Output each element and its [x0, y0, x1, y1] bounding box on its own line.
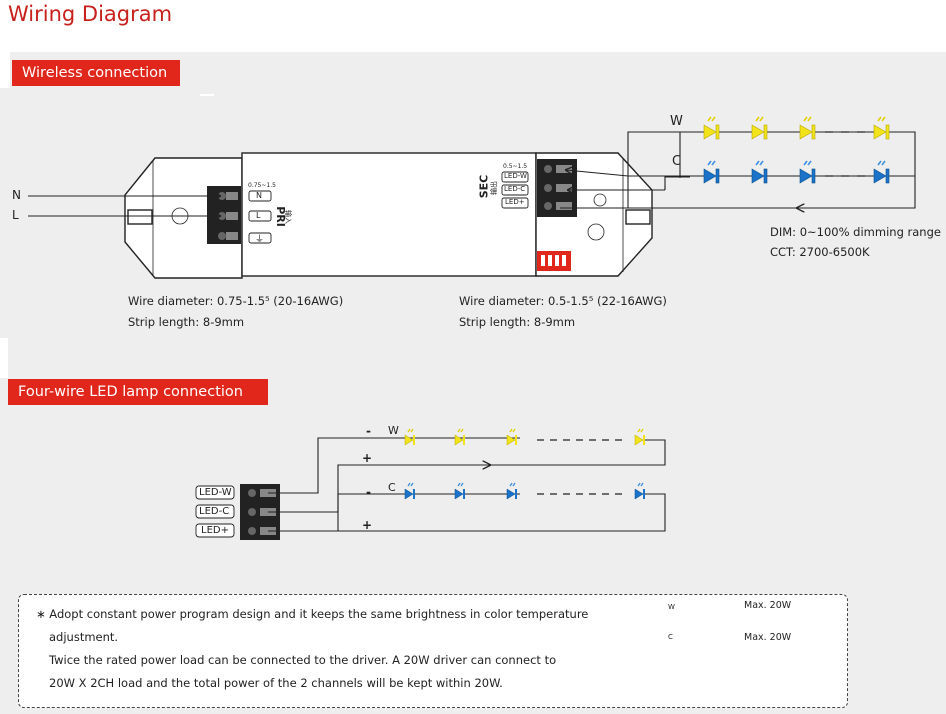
four-wire-terminal-labels [195, 485, 235, 538]
input-n-label: N [12, 188, 21, 202]
channel-c-label: C [672, 154, 682, 169]
note-box [18, 594, 848, 708]
sec-term-led-w: LED-W [504, 172, 527, 180]
pri-wire-spec: Wire diameter: 0.75-1.5⁵ (20-16AWG) [128, 294, 344, 308]
four-wire-led-c: LED-C [199, 506, 230, 517]
dim-spec: DIM: 0~100% dimming range [770, 225, 941, 239]
four-wire-wires [268, 437, 666, 532]
four-wire-led-plus: LED+ [201, 525, 229, 536]
sec-term-led-c: LED-C [504, 185, 526, 193]
note-max-c: Max. 20W [744, 632, 792, 643]
output-wires [560, 131, 916, 208]
four-wire-dashes [537, 439, 625, 495]
note-line-2: adjustment. [49, 630, 119, 644]
pri-term-l: L [256, 211, 261, 220]
four-wire-minus-c: - [366, 485, 371, 499]
primary-terminal-labels [248, 190, 272, 244]
note-line-4: 20W X 2CH load and the total power of th… [49, 676, 503, 690]
four-wire-warm-leds [404, 428, 646, 446]
section-wireless-header: Wireless connection [12, 60, 180, 86]
sec-strip-spec: Strip length: 8-9mm [459, 315, 576, 329]
pri-term-n: N [256, 191, 262, 200]
panel-notch [0, 338, 8, 378]
primary-terminal-block [207, 186, 241, 244]
section-four-wire-header: Four-wire LED lamp connection [8, 379, 268, 405]
four-wire-plus-2: + [362, 518, 373, 532]
pri-strip-spec: Strip length: 8-9mm [128, 315, 245, 329]
input-l-label: L [12, 208, 19, 222]
note-line-3: Twice the rated power load can be connec… [49, 653, 557, 667]
four-wire-minus-w: - [366, 424, 371, 438]
note-max-w: Max. 20W [744, 600, 792, 611]
four-wire-plus-1: + [362, 451, 373, 465]
panel-notch [0, 52, 10, 88]
wireless-warm-leds [703, 116, 890, 140]
output-dashes [825, 131, 865, 177]
four-wire-c-label: C [388, 481, 396, 494]
four-wire-led-w: LED-W [199, 487, 232, 498]
note-line-1: ∗ Adopt constant power program design an… [36, 607, 589, 621]
pri-cn-label: 输入 [284, 210, 292, 224]
driver-housing [124, 152, 653, 279]
cct-spec: CCT: 2700-6500K [770, 245, 870, 259]
four-wire-w-label: W [388, 424, 399, 437]
sec-range-label: 0.5~1.5 [503, 163, 528, 170]
secondary-terminal-labels [501, 171, 529, 209]
sec-term-led-plus: LED+ [505, 198, 525, 206]
note-w-label: W [668, 603, 675, 611]
pri-range-label: 0.75~1.5 [248, 182, 276, 189]
sec-wire-spec: Wire diameter: 0.5-1.5⁵ (22-16AWG) [459, 294, 667, 308]
dip-switch [537, 251, 571, 271]
wireless-cool-leds [703, 160, 890, 184]
pri-term-ground: ⏚ [255, 235, 265, 245]
sec-cn-label: 输出 [490, 181, 498, 195]
page-title: Wiring Diagram [8, 2, 173, 26]
channel-w-label: W [670, 114, 683, 129]
note-c-label: C [668, 633, 673, 641]
input-wires [28, 196, 220, 216]
four-wire-cool-leds [404, 482, 646, 500]
